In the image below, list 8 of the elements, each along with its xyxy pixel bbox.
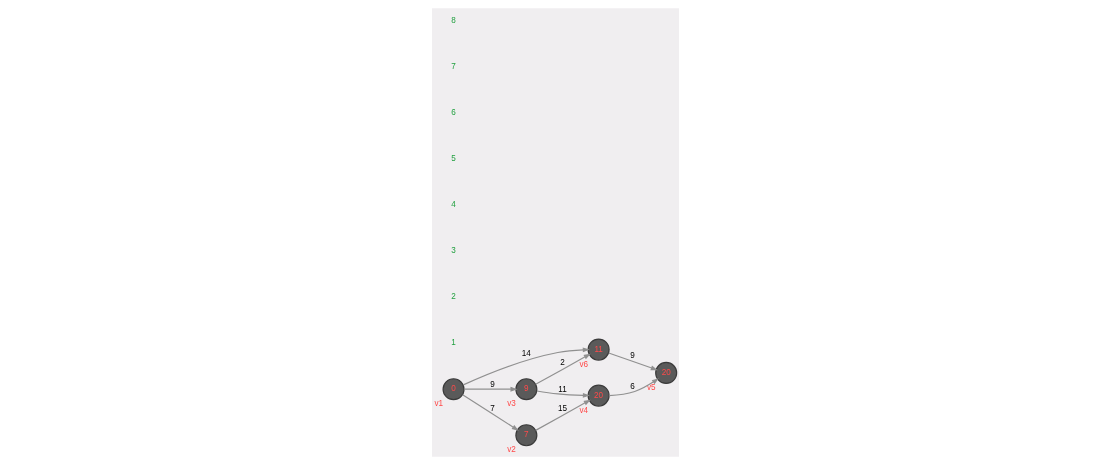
arrow [608, 378, 659, 397]
arrow [462, 347, 590, 386]
arrow [535, 390, 590, 398]
arrow [534, 353, 591, 385]
arrow [461, 394, 519, 431]
arrow [534, 399, 591, 431]
arrow [463, 386, 517, 392]
arrow [607, 352, 658, 371]
